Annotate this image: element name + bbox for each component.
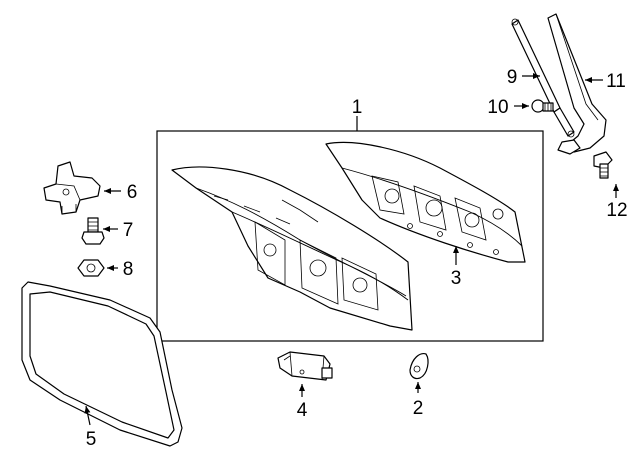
weatherstrip-seal	[21, 281, 183, 447]
lift-support-strut	[511, 18, 575, 138]
callout-8: 8	[123, 259, 134, 280]
liftgate-inner-panel	[171, 166, 413, 331]
assembly-frame	[156, 130, 544, 342]
support-trim-bracket	[547, 13, 607, 155]
hinge-bracket	[43, 161, 101, 215]
callout-1: 1	[352, 97, 363, 118]
leader-lines	[84, 73, 619, 426]
mounting-bolt	[593, 151, 613, 179]
callout-10: 10	[487, 97, 508, 118]
bumper-stop	[409, 353, 429, 380]
callout-5: 5	[86, 429, 97, 450]
liftgate-trim-panel	[325, 141, 526, 263]
callout-2: 2	[413, 398, 424, 419]
callout-6: 6	[127, 182, 138, 203]
callout-3: 3	[451, 268, 462, 289]
callout-11: 11	[606, 71, 626, 92]
bolt	[81, 217, 105, 245]
callout-7: 7	[123, 220, 134, 241]
callout-4: 4	[297, 400, 308, 421]
nut	[77, 259, 105, 277]
callout-9: 9	[507, 67, 518, 88]
callout-12: 12	[606, 200, 627, 221]
ball-stud	[531, 99, 554, 113]
release-switch	[277, 351, 333, 381]
